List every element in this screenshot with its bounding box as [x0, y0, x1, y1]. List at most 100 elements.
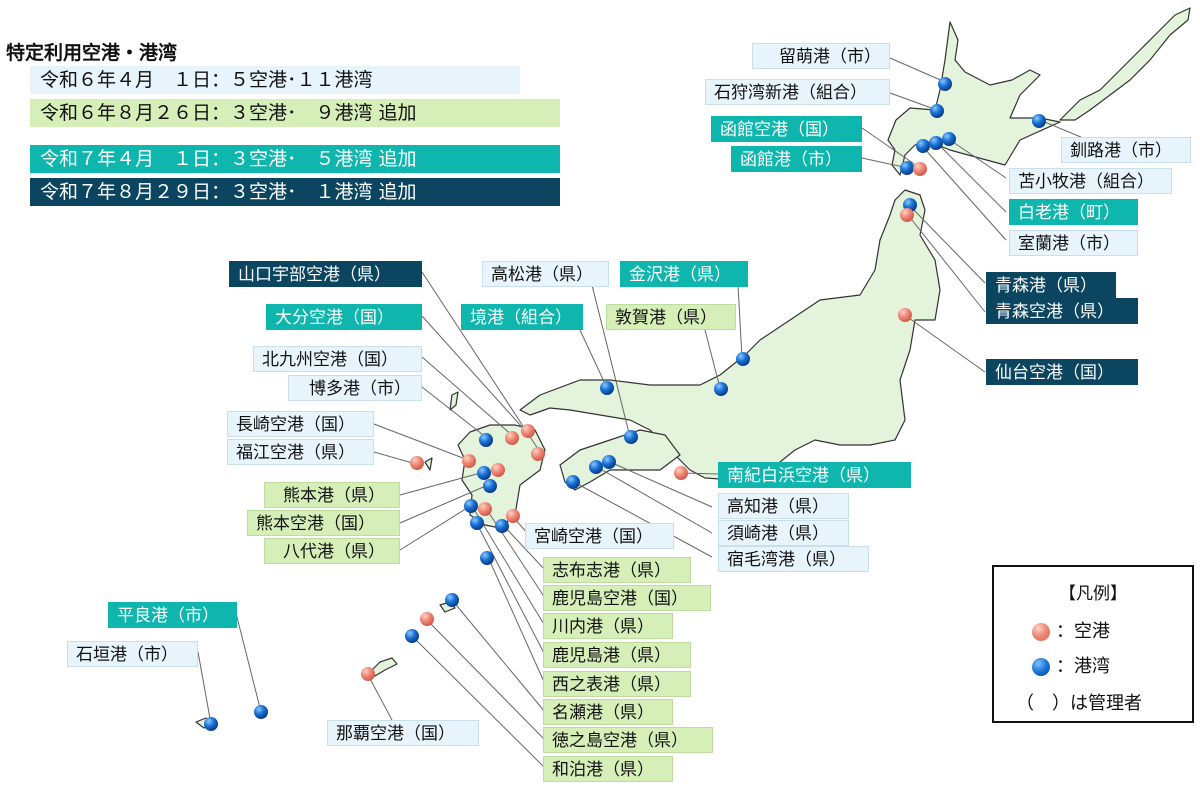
label-kumamoto-airport: 熊本空港（国）: [247, 510, 400, 536]
port-marker-hakata: [479, 433, 493, 447]
port-marker-sakai: [600, 381, 614, 395]
okinawa: [371, 657, 398, 677]
label-nishinoomote: 西之表港（県）: [543, 671, 691, 697]
port-marker-sukumo: [566, 475, 580, 489]
port-marker-rumoi: [938, 77, 952, 91]
port-marker-wadomari: [405, 629, 419, 643]
honshu: [519, 189, 941, 481]
label-wadomari: 和泊港（県）: [543, 756, 673, 782]
label-tokunoshima-airport: 徳之島空港（県）: [543, 727, 713, 753]
port-marker-kochi: [602, 455, 616, 469]
label-shiraoi: 白老港（町）: [1009, 199, 1138, 225]
port-marker-shibushi: [495, 519, 509, 533]
airport-marker-hakodate: [913, 162, 927, 176]
label-sakai: 境港（組合）: [461, 304, 583, 330]
legend-title: 【凡例】: [1059, 584, 1127, 604]
label-yamaguchi-ube-airport: 山口宇部空港（県）: [229, 261, 422, 287]
airport-marker-oita: [531, 447, 545, 461]
port-marker-shiraoi: [929, 136, 943, 150]
label-hakodate-port: 函館港（市）: [731, 146, 862, 172]
label-hakodate-airport: 函館空港（国）: [711, 116, 862, 142]
port-marker-kumamoto: [477, 466, 491, 480]
phase-r6-aug: 令和６年８月２６日：３空港･ ９港湾 追加: [30, 99, 560, 127]
kurils: [1059, 7, 1191, 121]
airport-marker-tokunoshima: [420, 612, 434, 626]
port-marker-ishigaki: [204, 717, 218, 731]
label-hakata: 博多港（市）: [288, 375, 422, 401]
label-shibushi: 志布志港（県）: [543, 557, 691, 583]
airport-marker-kitakyushu: [505, 431, 519, 445]
port-marker-muroran: [916, 139, 930, 153]
legend-note: （ ）は管理者: [1016, 693, 1142, 714]
label-kagoshima-airport: 鹿児島空港（国）: [543, 585, 711, 611]
port-marker-kanazawa: [736, 352, 750, 366]
port-marker-sendai-kagoshima: [464, 499, 478, 513]
port-marker-ishikari: [930, 104, 944, 118]
label-aomori-port: 青森港（県）: [986, 272, 1116, 298]
airport-marker-naha: [361, 667, 375, 681]
label-fukue-airport: 福江空港（県）: [227, 439, 374, 465]
label-hirara: 平良港（市）: [108, 602, 237, 628]
port-dot-icon: [1032, 658, 1050, 676]
label-rumoi: 留萌港（市）: [752, 43, 890, 69]
label-sendai-airport: 仙台空港（国）: [986, 359, 1138, 385]
port-marker-susaki: [589, 460, 603, 474]
hokkaido: [887, 21, 1061, 176]
phase-r6-apr: 令和６年４月 １日：５空港･１１港湾: [30, 66, 520, 94]
landmass: [195, 7, 1191, 729]
airport-marker-fukue: [410, 456, 424, 470]
port-marker-takamatsu: [624, 430, 638, 444]
label-kochi: 高知港（県）: [718, 493, 849, 519]
markers: [204, 77, 1046, 731]
port-marker-hirara: [254, 705, 268, 719]
legend-airport-label: ：空港: [1056, 621, 1110, 642]
legend-port: ：港湾: [1032, 655, 1110, 679]
port-marker-hakodate: [900, 161, 914, 175]
label-kushiro: 釧路港（市）: [1061, 137, 1191, 163]
airport-marker-yamaguchi-ube: [521, 424, 535, 438]
port-marker-nishinoomote: [480, 551, 494, 565]
airport-marker-kagoshima: [478, 502, 492, 516]
port-marker-kushiro: [1032, 114, 1046, 128]
label-sendai-kagoshima: 川内港（県）: [543, 613, 673, 639]
port-marker-kagoshima: [470, 516, 484, 530]
label-ishigaki: 石垣港（市）: [67, 641, 198, 667]
label-muroran: 室蘭港（市）: [1009, 230, 1138, 256]
port-marker-tsuruga: [714, 382, 728, 396]
label-aomori-airport: 青森空港（県）: [986, 298, 1138, 324]
label-takamatsu: 高松港（県）: [482, 261, 609, 287]
airport-marker-nanki-shirahama: [674, 466, 688, 480]
airport-marker-sendai: [898, 308, 912, 322]
label-susaki: 須崎港（県）: [718, 520, 849, 546]
goto: [424, 457, 433, 471]
label-kumamoto-port: 熊本港（県）: [264, 482, 400, 508]
legend-port-label: ：港湾: [1056, 656, 1110, 677]
label-miyazaki-airport: 宮崎空港（国）: [525, 523, 674, 549]
phase-r7-aug: 令和７年８月２９日：３空港･ １港湾 追加: [30, 178, 560, 206]
legend-airport: ：空港: [1032, 620, 1110, 644]
page-title: 特定利用空港・港湾: [6, 42, 178, 64]
label-nagasaki-airport: 長崎空港（国）: [227, 411, 374, 437]
airport-dot-icon: [1032, 623, 1050, 641]
label-sukumo: 宿毛湾港（県）: [718, 546, 869, 572]
label-yatsushiro: 八代港（県）: [264, 538, 400, 564]
label-naha-airport: 那覇空港（国）: [327, 720, 479, 746]
label-kagoshima-port: 鹿児島港（県）: [543, 642, 691, 668]
tsushima: [449, 391, 459, 411]
label-nanki-shirahama-airport: 南紀白浜空港（県）: [718, 462, 911, 488]
label-naze: 名瀬港（県）: [543, 699, 673, 725]
label-ishikari: 石狩湾新港（組合）: [705, 79, 890, 105]
airport-marker-miyazaki: [506, 509, 520, 523]
label-oita-airport: 大分空港（国）: [266, 304, 422, 330]
label-kitakyushu-airport: 北九州空港（国）: [253, 346, 422, 372]
airport-marker-aomori: [900, 208, 914, 222]
legend: 【凡例】 ：空港 ：港湾 （ ）は管理者: [992, 565, 1194, 723]
port-marker-yatsushiro: [483, 479, 497, 493]
port-marker-naze: [445, 593, 459, 607]
airport-marker-kumamoto: [491, 463, 505, 477]
label-tomakomai: 苫小牧港（組合）: [1009, 168, 1172, 194]
phase-r7-apr: 令和７年４月 １日：３空港･ ５港湾 追加: [30, 145, 560, 173]
label-kanazawa: 金沢港（県）: [620, 261, 748, 287]
shikoku: [559, 429, 681, 491]
